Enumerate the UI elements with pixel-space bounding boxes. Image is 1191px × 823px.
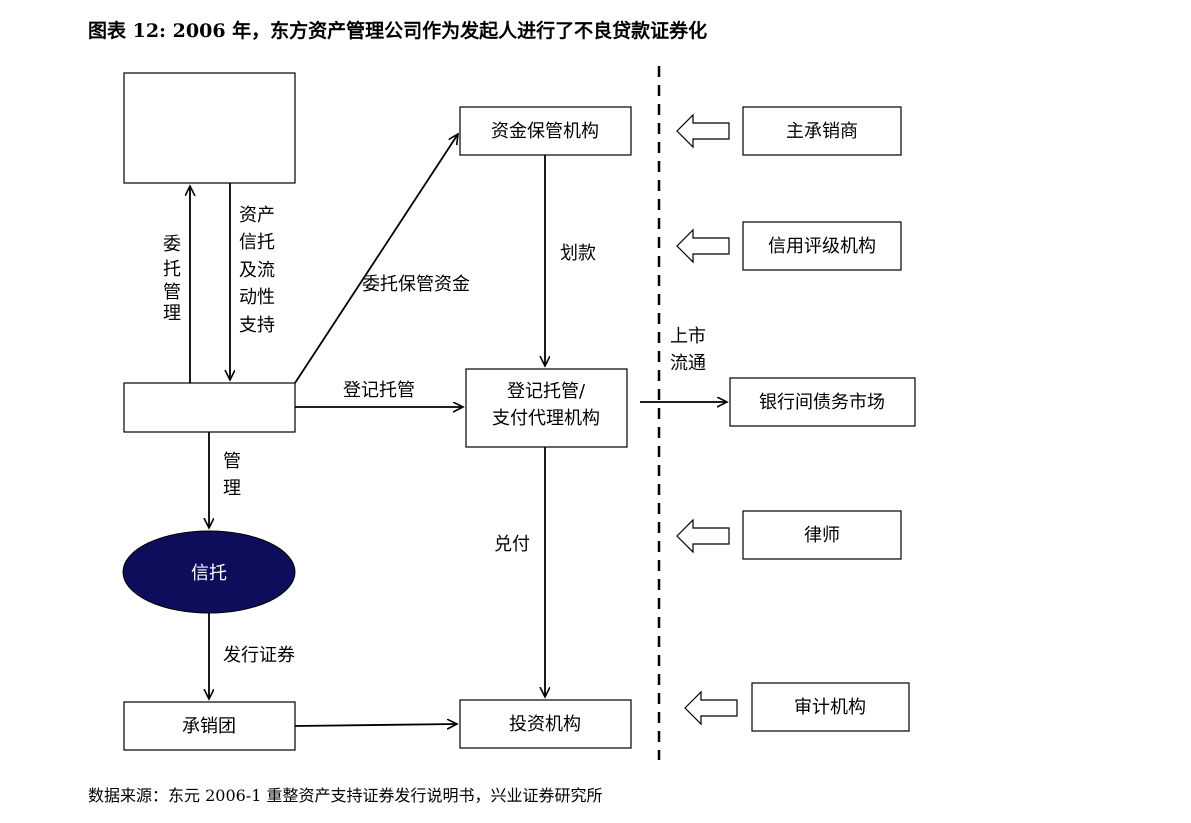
asset-trust-label-5: 支持 — [239, 315, 275, 336]
issue-label: 发行证券 — [223, 645, 295, 666]
rating-agency-hollow-arrow — [676, 228, 730, 264]
source-note: 数据来源：东元 2006-1 重整资产支持证券发行说明书，兴业证券研究所 — [88, 786, 603, 805]
entrust-mgmt-label-2: 托 — [163, 259, 181, 280]
entrust-mgmt-label-3: 管 — [163, 282, 181, 303]
lead-underwriter-box — [742, 106, 902, 156]
rating-agency-label: 信用评级机构 — [768, 236, 876, 257]
manage-label-2: 理 — [223, 478, 241, 499]
lawyer-hollow-arrow — [676, 518, 730, 554]
interbank-market-label: 银行间债务市场 — [759, 392, 885, 413]
lawyer-box — [742, 510, 902, 560]
auditor-hollow-arrow — [684, 690, 738, 726]
custody-label: 资金保管机构 — [491, 121, 599, 142]
custody-box — [459, 106, 632, 156]
underwriting-group-label: 承销团 — [182, 716, 236, 737]
asset-trust-label-3: 及流 — [239, 260, 275, 281]
registrar-label-line1: 登记托管/ — [507, 381, 586, 402]
figure-title: 图表 12: 2006 年，东方资产管理公司作为发起人进行了不良贷款证券化 — [88, 20, 708, 42]
asset-trust-label-2: 信托 — [239, 232, 275, 253]
investors-box — [459, 699, 632, 749]
lawyer-label: 律师 — [804, 525, 840, 546]
register-label: 登记托管 — [343, 380, 415, 401]
auditor-box — [751, 682, 910, 732]
listing-label-2: 流通 — [670, 353, 706, 374]
mid-blank-box — [123, 382, 296, 433]
entrust-custody-arrow — [294, 134, 458, 384]
asset-trust-label-1: 资产 — [239, 205, 275, 226]
investors-label: 投资机构 — [509, 714, 581, 735]
asset-trust-label-4: 动性 — [239, 287, 275, 308]
interbank-market-box — [729, 377, 916, 427]
registrar-label-line2: 支付代理机构 — [492, 408, 600, 429]
entrust-mgmt-label-4: 理 — [163, 303, 181, 324]
payment-label: 兑付 — [494, 534, 530, 555]
listing-label-1: 上市 — [670, 326, 706, 347]
trust-label: 信托 — [191, 563, 227, 584]
auditor-label: 审计机构 — [794, 697, 866, 718]
manage-label-1: 管 — [223, 451, 241, 472]
entrust-custody-label: 委托保管资金 — [362, 274, 470, 295]
registrar-box — [465, 368, 628, 448]
rating-agency-box — [742, 221, 902, 271]
lead-underwriter-hollow-arrow — [676, 113, 730, 149]
transfer-label: 划款 — [560, 243, 596, 264]
lead-underwriter-label: 主承销商 — [786, 121, 858, 142]
sell-arrow — [294, 724, 457, 726]
underwriting-group-box — [123, 701, 296, 751]
top-blank-box — [123, 72, 296, 184]
entrust-mgmt-label-1: 委 — [163, 234, 181, 255]
